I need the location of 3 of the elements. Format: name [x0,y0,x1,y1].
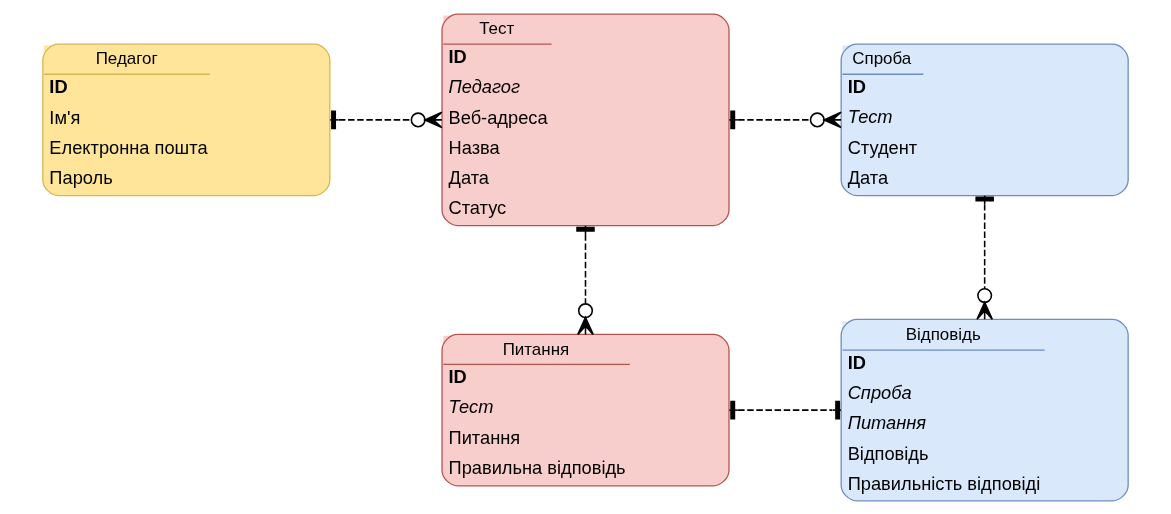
connector [728,400,842,419]
connector [728,110,842,129]
connector [329,110,443,129]
